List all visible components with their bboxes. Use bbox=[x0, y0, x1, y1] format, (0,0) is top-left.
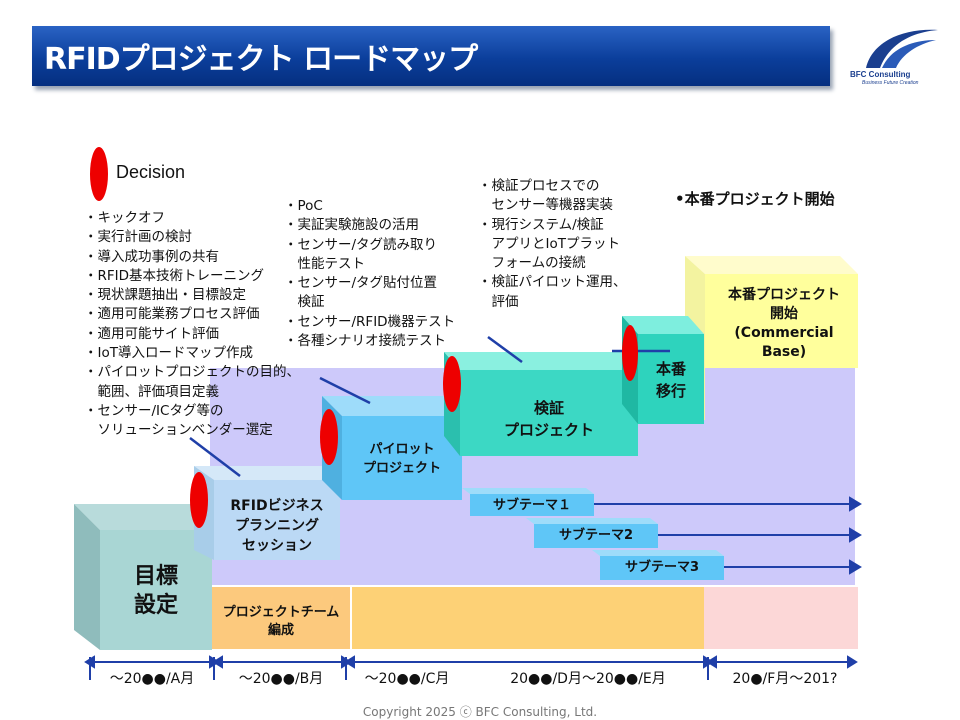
planning-label: RFIDビジネス プランニング セッション bbox=[230, 498, 324, 554]
list-item: フォームの接続 bbox=[478, 255, 586, 272]
list-item: 評価 bbox=[478, 293, 519, 310]
pilot-label: パイロット プロジェクト bbox=[362, 442, 441, 476]
subtheme-1-box bbox=[470, 494, 594, 516]
list-item: ・センサー/RFID機器テスト bbox=[284, 313, 456, 330]
title-bar bbox=[32, 26, 830, 86]
kickoff-notes: ・キックオフ ・実行計画の検討 ・導入成功事例の共有 ・RFID基本技術トレーニ… bbox=[84, 209, 300, 441]
timeline-label-c: ～20●●/C月 bbox=[364, 671, 450, 687]
list-item: アプリとIoTプラット bbox=[478, 235, 620, 252]
list-item: ・各種シナリオ接続テスト bbox=[284, 333, 446, 350]
team-label: プロジェクトチーム 編成 bbox=[222, 605, 340, 638]
bfc-logo-icon bbox=[866, 29, 938, 68]
list-item: 範囲、評価項目定義 bbox=[84, 383, 219, 400]
team-bar-2 bbox=[352, 587, 704, 649]
list-item: ・実行計画の検討 bbox=[84, 229, 192, 246]
verification-label: 検証 プロジェクト bbox=[503, 399, 594, 439]
planning-box bbox=[214, 480, 340, 560]
timeline-label-f: 20●/F月～201? bbox=[732, 671, 838, 687]
production-box-top bbox=[685, 256, 858, 274]
production-box-face bbox=[705, 274, 858, 368]
team-bar-3 bbox=[704, 587, 858, 649]
list-item: ・導入成功事例の共有 bbox=[84, 248, 219, 265]
verification-box bbox=[460, 370, 638, 456]
list-item: ・キックオフ bbox=[84, 210, 165, 226]
subtheme-3-box bbox=[600, 556, 724, 580]
list-item: ・現行システム/検証 bbox=[478, 216, 604, 233]
timeline-label-b: ～20●●/B月 bbox=[238, 671, 324, 687]
list-item: ・センサー/タグ読み取り bbox=[284, 236, 438, 253]
page-title: RFIDプロジェクト ロードマップ bbox=[44, 42, 478, 77]
list-item: ・検証パイロット運用、 bbox=[478, 274, 627, 291]
migration-box bbox=[638, 334, 704, 424]
list-item: ・検証プロセスでの bbox=[478, 178, 600, 194]
list-item: ・実証実験施設の活用 bbox=[284, 217, 419, 234]
subtheme-1-label: サブテーマ１ bbox=[492, 498, 571, 513]
subtheme-2-label: サブテーマ2 bbox=[558, 528, 634, 543]
copyright: Copyright 2025 ⓒ BFC Consulting, Ltd. bbox=[362, 705, 598, 719]
list-item: センサー等機器実装 bbox=[478, 197, 613, 214]
list-item: ・適用可能業務プロセス評価 bbox=[84, 306, 260, 323]
list-item: ・現状課題抽出・目標設定 bbox=[84, 287, 246, 304]
timeline-label-a: ～20●●/A月 bbox=[109, 671, 195, 687]
logo-name: BFC Consulting bbox=[850, 70, 911, 79]
pilot-box bbox=[342, 416, 462, 500]
logo-tagline: Business Future Creation bbox=[862, 80, 919, 86]
list-item: 検証 bbox=[284, 294, 325, 311]
goal-box bbox=[100, 530, 212, 650]
pilot-notes: ・PoC ・実証実験施設の活用 ・センサー/タグ読み取り 性能テスト ・センサー… bbox=[284, 197, 455, 351]
subtheme-3-label: サブテーマ3 bbox=[624, 560, 700, 575]
goal-label: 目標 設定 bbox=[133, 564, 178, 618]
decision-legend-label: Decision bbox=[116, 162, 186, 182]
list-item: ・PoC bbox=[284, 198, 323, 214]
list-item: ・センサー/タグ貼付位置 bbox=[284, 275, 438, 292]
timeline-label-de: 20●●/D月～20●●/E月 bbox=[510, 671, 666, 687]
verification-notes: ・検証プロセスでの センサー等機器実装 ・現行システム/検証 アプリとIoTプラ… bbox=[478, 177, 627, 312]
list-item: ソリューションベンダー選定 bbox=[84, 422, 273, 439]
list-item: ・適用可能サイト評価 bbox=[84, 325, 219, 342]
list-item: ・RFID基本技術トレーニング bbox=[84, 267, 265, 284]
subtheme-2-box bbox=[534, 524, 658, 548]
list-item: ・センサー/ICタグ等の bbox=[84, 402, 224, 419]
team-box bbox=[212, 587, 350, 649]
list-item: ・パイロットプロジェクトの目的、 bbox=[84, 364, 300, 381]
list-item: 性能テスト bbox=[284, 255, 365, 272]
production-start-note: •本番プロジェクト開始 bbox=[675, 190, 835, 208]
production-label: 本番プロジェクト 開始 (Commercial Base) bbox=[728, 287, 840, 360]
decision-legend-marker bbox=[90, 147, 108, 201]
migration-label: 本番 移行 bbox=[655, 360, 686, 400]
list-item: ・IoT導入ロードマップ作成 bbox=[84, 345, 253, 362]
